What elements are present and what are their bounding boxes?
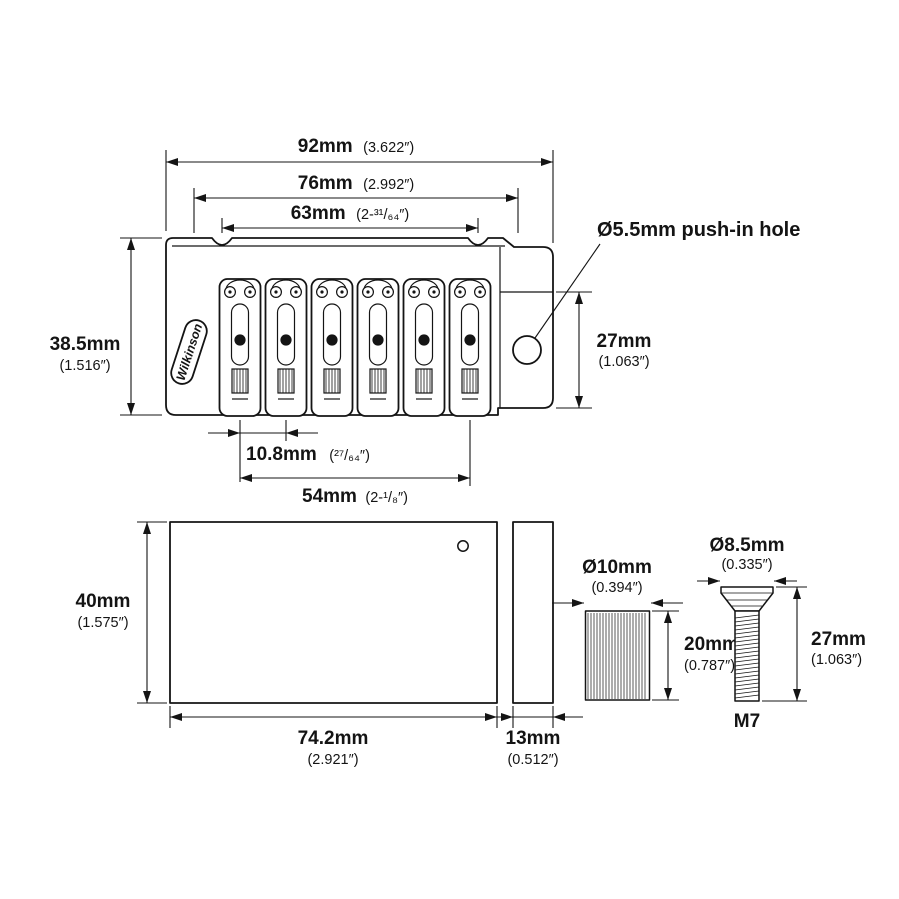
saddle-6 [448,278,492,417]
screw-thread-label: M7 [734,711,760,732]
bushing-knurl [587,613,646,699]
dim-baseplate-width-value: 74.2mm [298,728,369,749]
screw-head-hatch [721,592,773,607]
dim-baseplate-height-value: 40mm [76,591,131,612]
dim-sideplate-width-value: 13mm [506,728,561,749]
dim-post-spacing-label: 76mm (2.992″) [298,173,414,194]
dim-wing-height: 27mm (1.063″) [556,291,652,409]
dim-baseplate-height: 40mm (1.575″) [76,521,167,704]
dim-notch-spacing: 63mm (2-³¹/₆₄″) [221,203,479,233]
bushing-view: Ø10mm (0.394″) 20mm (0.787″) [552,557,739,701]
baseplate-outline [169,521,498,704]
screw-threads [734,614,760,699]
dim-bushing-length: 20mm (0.787″) [652,610,739,701]
dim-baseplate-width: 74.2mm (2.921″) [169,706,498,768]
dim-screw-length-inches: (1.063″) [811,652,862,668]
dim-plate-height-inches: (1.516″) [59,358,110,374]
dim-saddle-spacing: 10.8mm (²⁷/₆₄″) [208,420,370,482]
baseplate-bottom-view: 40mm (1.575″) 74.2mm (2.921″) [76,521,498,768]
bridge-top-view: Wilkinson 92mm (3.622″) 76mm (2.992″) [50,136,801,507]
dim-plate-height: 38.5mm (1.516″) [50,237,162,416]
dim-string-spread-label: 54mm (2-¹/₈″) [302,486,408,507]
dim-baseplate-height-inches: (1.575″) [77,615,128,631]
screw-shank [734,610,760,702]
dim-wing-height-inches: (1.063″) [598,354,649,370]
sideplate-view: 13mm (0.512″) [483,521,583,768]
dim-bushing-diameter-inches: (0.394″) [591,580,642,596]
dim-string-spread: 54mm (2-¹/₈″) [240,420,471,507]
dim-saddle-spacing-label: 10.8mm (²⁷/₆₄″) [246,444,370,465]
dim-screw-head-diameter-value: Ø8.5mm [710,535,785,556]
pushin-hole-callout-label: Ø5.5mm push-in hole [597,219,800,241]
saddle-4 [356,278,400,417]
baseplate-hole [457,540,469,552]
dim-overall-width: 92mm (3.622″) [165,136,554,243]
dim-post-spacing: 76mm (2.992″) [193,173,519,233]
dim-bushing-length-value: 20mm [684,634,739,655]
dim-notch-spacing-label: 63mm (2-³¹/₆₄″) [291,203,410,224]
dim-screw-length-value: 27mm [811,629,866,650]
dim-bushing-length-inches: (0.787″) [684,658,735,674]
pushin-hole-callout: Ø5.5mm push-in hole [534,219,800,339]
saddle-2 [264,278,308,417]
dim-plate-height-value: 38.5mm [50,334,121,355]
bushing-body [584,610,651,701]
dim-overall-width-label: 92mm (3.622″) [298,136,414,157]
dim-baseplate-width-inches: (2.921″) [307,752,358,768]
dim-screw-head-diameter-inches: (0.335″) [721,557,772,573]
stud-screw-view: Ø8.5mm (0.335″) 27mm (1.063″) M7 [697,535,866,732]
dim-bushing-diameter-value: Ø10mm [582,557,652,578]
dim-wing-height-value: 27mm [597,331,652,352]
saddle-1 [218,278,262,417]
sideplate-outline [512,521,554,704]
screw-head [720,586,774,612]
tremolo-arm-hole [512,335,542,365]
dim-screw-length: 27mm (1.063″) [762,586,866,702]
saddle-3 [310,278,354,417]
plate-wing-lines [499,247,553,408]
dim-sideplate-width-inches: (0.512″) [507,752,558,768]
dim-sideplate-width: 13mm (0.512″) [483,706,583,768]
saddle-5 [402,278,446,417]
